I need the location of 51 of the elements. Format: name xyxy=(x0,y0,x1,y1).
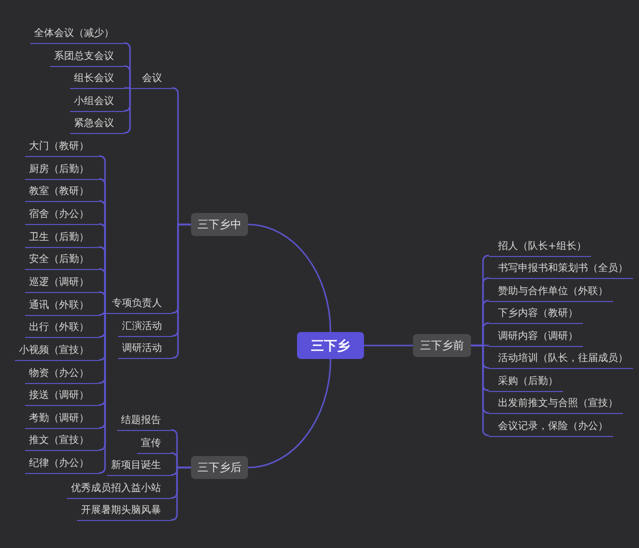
branch-label: 结题报告 xyxy=(117,413,171,431)
branch-label: 下乡内容（教研） xyxy=(489,306,583,324)
branch-label: 赞助与合作单位（外联） xyxy=(489,284,613,302)
branch-label: 接送（调研） xyxy=(25,388,99,406)
branch-label: 出发前推文与合照（宣技） xyxy=(489,396,623,414)
branch-label: 卫生（后勤） xyxy=(25,230,99,248)
branch-label: 物资（办公） xyxy=(25,366,99,384)
branch-label: 紧急会议 xyxy=(70,116,124,134)
branch-label: 活动培训（队长，往届成员） xyxy=(489,351,633,369)
branch-label: 专项负责人 xyxy=(105,296,172,314)
branch-label: 出行（外联） xyxy=(25,320,99,338)
central-topic-box: 三下乡 xyxy=(297,332,364,359)
branch-label: 组长会议 xyxy=(70,71,124,89)
branch-label: 全体会议（减少） xyxy=(30,26,124,44)
branch-label: 会议 xyxy=(130,71,172,89)
branch-connector xyxy=(364,344,413,346)
branch-connector xyxy=(248,358,332,468)
branch-connector xyxy=(124,87,130,89)
branch-label: 通讯（外联） xyxy=(25,298,99,316)
branch-label: 系团总支会议 xyxy=(50,49,124,67)
branch-label: 小视频（宣技） xyxy=(15,343,99,361)
branch-connector xyxy=(124,65,131,88)
branch-label: 小组会议 xyxy=(70,94,124,112)
branch-label: 宣传 xyxy=(137,436,171,454)
branch-label: 汇演活动 xyxy=(118,319,172,337)
topic-box: 三下乡后 xyxy=(191,456,248,479)
branch-label: 安全（后勤） xyxy=(25,252,99,270)
branch-label: 厨房（后勤） xyxy=(25,162,99,180)
branch-label: 宿舍（办公） xyxy=(25,207,99,225)
branch-label: 会议记录，保险（办公） xyxy=(489,418,613,436)
branch-connector xyxy=(124,88,131,134)
branch-connector xyxy=(172,224,191,359)
branch-label: 开展暑期头脑风暴 xyxy=(77,503,171,521)
branch-label: 教室（教研） xyxy=(25,184,99,202)
branch-label: 纪律（办公） xyxy=(25,456,99,474)
topic-box: 三下乡中 xyxy=(191,213,248,236)
branch-label: 招人（队长+组长） xyxy=(489,238,592,256)
branch-label: 大门（教研） xyxy=(25,139,99,157)
branch-label: 优秀成员招入益小站 xyxy=(67,481,171,499)
branch-label: 调研内容（调研） xyxy=(489,328,583,346)
branch-connector xyxy=(170,466,191,521)
branch-label: 考勤（调研） xyxy=(25,411,99,429)
branch-label: 推文（宣技） xyxy=(25,433,99,451)
branch-label: 巡逻（调研） xyxy=(25,275,99,293)
branch-label: 调研活动 xyxy=(118,341,172,359)
branch-label: 新项目诞生 xyxy=(107,458,171,476)
topic-box: 三下乡前 xyxy=(413,334,471,357)
branch-connector xyxy=(248,224,332,332)
branch-label: 书写申报书和策划书（全员） xyxy=(489,261,633,279)
branch-label: 采购（后勤） xyxy=(489,374,563,392)
branch-connector xyxy=(98,308,106,316)
